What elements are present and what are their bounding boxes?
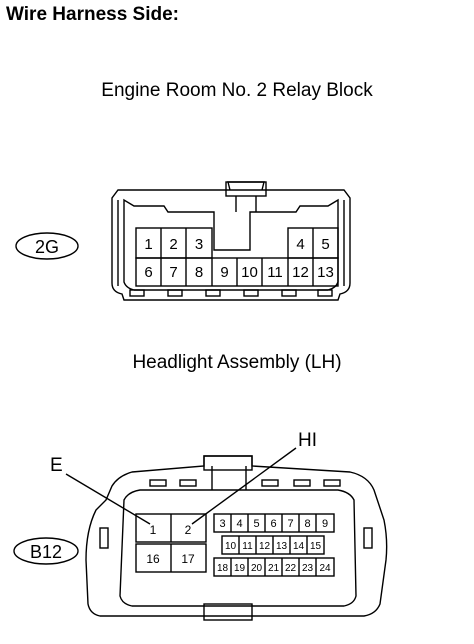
pin-b12-1: 1 [150,523,157,537]
pin-b12-12: 12 [259,541,271,552]
connector-b12-bottom-notch [203,603,253,621]
pin-b12-13: 13 [276,541,288,552]
pin-b12-23: 23 [302,563,314,574]
connector-b12-code-oval [13,537,79,565]
connector-2g-housing [111,181,351,301]
pin-2g-10: 10 [241,264,258,281]
pin-2g-6: 6 [144,264,152,281]
pin-b12-16: 16 [146,552,160,566]
pin-b12-2: 2 [185,523,192,537]
pin-2g-5: 5 [321,236,329,253]
pin-b12-10: 10 [225,541,237,552]
connector-b12: 1 2 16 17 3 4 5 6 7 8 9 10 11 12 13 14 1… [13,430,388,621]
pin-b12-6: 6 [270,518,276,530]
pin-b12-8: 8 [304,518,310,530]
connector-b12-ear-right [363,527,373,549]
pin-b12-11: 11 [242,541,253,552]
connector-b12-latch [203,455,253,471]
pin-b12-15: 15 [310,541,322,552]
connector-b12-ear-left [99,527,109,549]
leader-line-e [65,473,151,525]
connector-2g: 1 2 3 4 5 6 7 8 9 10 11 12 13 2G [15,181,351,301]
page-title: Wire Harness Side: [6,4,180,25]
connector-2g-code: 2G [35,237,59,257]
connector-b12-top-tabs [149,479,341,487]
pin-b12-14: 14 [293,541,305,552]
connector-2g-latch [225,181,267,197]
pin-b12-3: 3 [219,518,225,530]
pin-2g-13: 13 [317,264,334,281]
pin-b12-17: 17 [181,552,195,566]
pin-b12-18: 18 [217,563,229,574]
connector-b12-housing [85,455,388,617]
label-hi: HI [298,430,317,451]
connector-2g-code-oval [15,232,79,260]
connector-2g-caption: Engine Room No. 2 Relay Block [101,80,373,101]
pin-2g-3: 3 [195,236,203,253]
leader-line-hi [191,447,297,525]
pin-b12-7: 7 [287,518,293,530]
connector-2g-pin-boxes [135,227,339,287]
pin-b12-5: 5 [253,518,259,530]
pin-b12-20: 20 [251,563,263,574]
pin-b12-22: 22 [285,563,297,574]
pin-b12-4: 4 [236,518,242,530]
pin-2g-4: 4 [296,236,304,253]
connector-b12-caption: Headlight Assembly (LH) [132,352,342,373]
pin-b12-21: 21 [268,563,280,574]
connector-b12-large-cells [135,513,207,573]
pin-2g-7: 7 [169,264,177,281]
pin-b12-9: 9 [322,518,328,530]
pin-2g-2: 2 [169,236,177,253]
connector-b12-inner [119,489,357,607]
connector-2g-inner [123,198,339,291]
pin-2g-12: 12 [292,264,309,281]
pin-2g-8: 8 [195,264,203,281]
pin-b12-19: 19 [234,563,246,574]
connector-b12-code: B12 [30,542,62,562]
pin-2g-9: 9 [220,264,228,281]
connector-b12-small-cells [213,513,335,577]
pin-2g-11: 11 [267,264,283,281]
label-e: E [50,455,63,476]
pin-b12-24: 24 [319,563,331,574]
pin-2g-1: 1 [144,236,152,253]
connector-2g-bottom-tabs [129,289,333,297]
